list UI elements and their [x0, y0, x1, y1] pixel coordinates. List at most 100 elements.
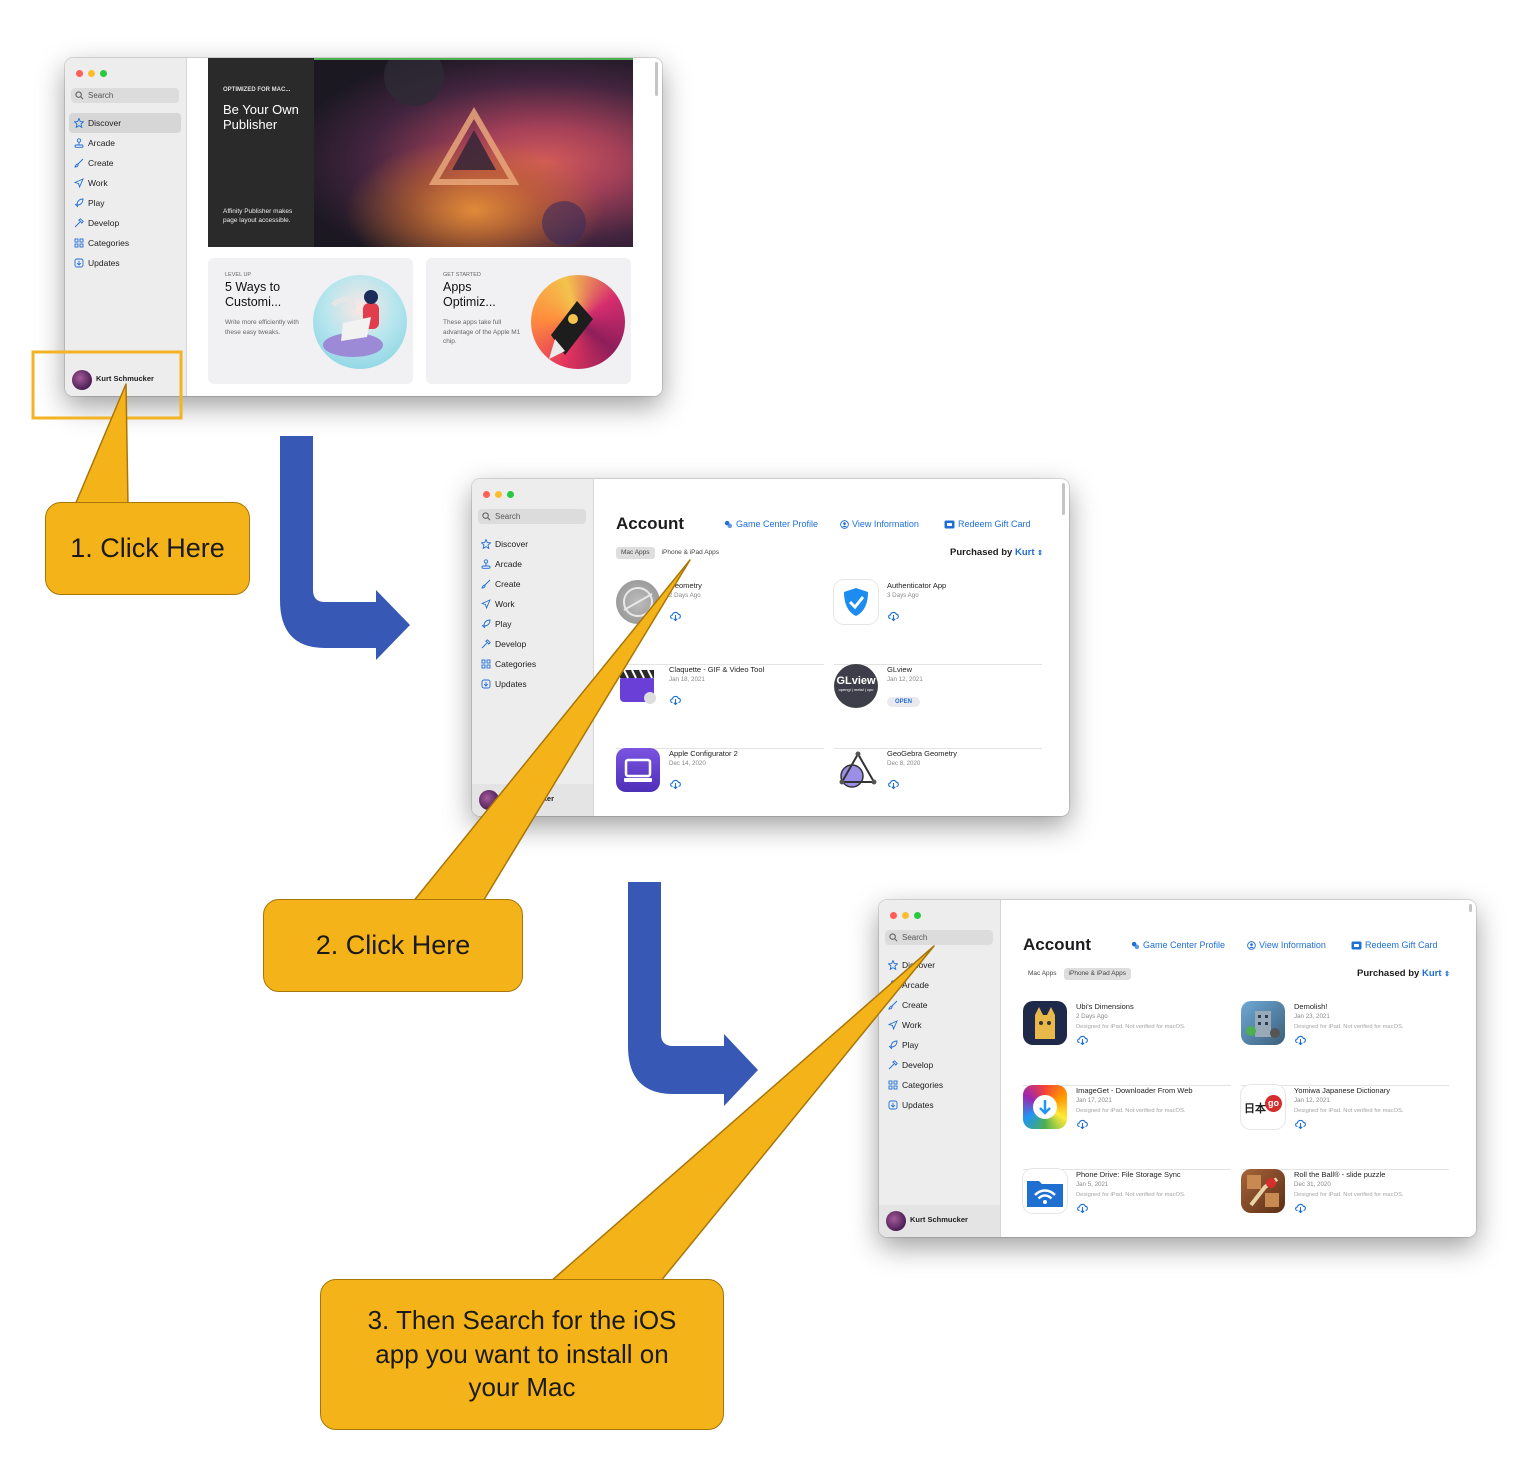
- purchaser-name: Kurt: [1421, 968, 1442, 979]
- cloud-download-icon[interactable]: [1294, 1034, 1307, 1045]
- cloud-download-icon[interactable]: [1294, 1202, 1307, 1213]
- app-name: Apple Configurator 2: [669, 749, 738, 758]
- sidebar-item-categories[interactable]: Categories: [69, 233, 181, 253]
- sidebar-item-work[interactable]: Work: [883, 1015, 995, 1035]
- sidebar-item-updates[interactable]: Updates: [476, 674, 588, 694]
- scrollbar[interactable]: [1469, 904, 1472, 912]
- sidebar-item-create[interactable]: Create: [69, 153, 181, 173]
- chevron-updown-icon: ⇕: [1444, 971, 1450, 978]
- sidebar-item-discover[interactable]: Discover: [69, 113, 181, 133]
- account-button[interactable]: Kurt Schmucker: [65, 364, 186, 396]
- sidebar-item-create[interactable]: Create: [883, 995, 995, 1015]
- cloud-download-icon[interactable]: [1076, 1202, 1089, 1213]
- yomiwa-icon-go: go: [1265, 1095, 1282, 1112]
- minimize-window-button[interactable]: [495, 491, 502, 498]
- close-window-button[interactable]: [483, 491, 490, 498]
- avatar: [886, 1211, 906, 1231]
- cloud-download-icon[interactable]: [669, 694, 682, 705]
- sidebar-item-label: Categories: [902, 1080, 944, 1090]
- search-field[interactable]: Search: [885, 930, 993, 945]
- close-window-button[interactable]: [76, 70, 83, 77]
- sidebar-item-work[interactable]: Work: [476, 594, 588, 614]
- cloud-download-icon[interactable]: [1294, 1118, 1307, 1129]
- sidebar-item-categories[interactable]: Categories: [476, 654, 588, 674]
- sidebar-item-develop[interactable]: Develop: [69, 213, 181, 233]
- cloud-download-icon[interactable]: [887, 778, 900, 789]
- tab-mac-apps[interactable]: Mac Apps: [616, 547, 655, 559]
- joystick-icon: [481, 559, 491, 569]
- purchased-by-menu[interactable]: Purchased by Kurt ⇕: [950, 547, 1043, 558]
- app-row-yomiwa[interactable]: 日本 go Yomiwa Japanese Dictionary Jan 12,…: [1241, 1085, 1449, 1170]
- account-button[interactable]: Kurt Schmucker: [879, 1205, 1000, 1237]
- app-row-claquette[interactable]: Claquette - GIF & Video Tool Jan 18, 202…: [616, 664, 824, 749]
- sidebar-item-updates[interactable]: Updates: [883, 1095, 995, 1115]
- game-center-profile-link[interactable]: Game Center Profile: [1131, 940, 1225, 950]
- sidebar-item-label: Play: [495, 619, 512, 629]
- app-row-geogebra[interactable]: GeoGebra Geometry Dec 8, 2020: [834, 748, 1042, 816]
- sidebar-item-label: Create: [902, 1000, 928, 1010]
- app-row-glview[interactable]: GLview opengl | metal | cpu GLview Jan 1…: [834, 664, 1042, 749]
- sidebar-item-develop[interactable]: Develop: [883, 1055, 995, 1075]
- tab-mac-apps[interactable]: Mac Apps: [1028, 970, 1057, 977]
- sidebar-item-develop[interactable]: Develop: [476, 634, 588, 654]
- cloud-download-icon[interactable]: [669, 610, 682, 621]
- app-row-ubis-dimensions[interactable]: Ubi's Dimensions 2 Days Ago Designed for…: [1023, 1001, 1231, 1086]
- story-card-m1[interactable]: GET STARTED Apps Optimiz... These apps t…: [426, 258, 631, 384]
- cloud-download-icon[interactable]: [887, 610, 900, 621]
- app-row-apple-configurator[interactable]: Apple Configurator 2 Dec 14, 2020: [616, 748, 824, 816]
- glview-icon-subtitle: opengl | metal | cpu: [838, 687, 874, 692]
- sidebar-item-play[interactable]: Play: [476, 614, 588, 634]
- open-button[interactable]: OPEN: [887, 697, 921, 707]
- compatibility-note: Designed for iPad. Not verified for macO…: [1076, 1108, 1186, 1114]
- grid-icon: [888, 1080, 898, 1090]
- app-row-authenticator[interactable]: Authenticator App 3 Days Ago: [834, 580, 1042, 665]
- redeem-gift-card-link[interactable]: Redeem Gift Card: [944, 519, 1031, 529]
- view-information-link[interactable]: View Information: [840, 519, 919, 529]
- redeem-gift-card-link[interactable]: Redeem Gift Card: [1351, 940, 1438, 950]
- app-name: Claquette - GIF & Video Tool: [669, 665, 765, 674]
- hero-banner[interactable]: OPTIMIZED FOR MAC... Be Your Own Publish…: [208, 58, 633, 247]
- search-icon: [889, 933, 898, 942]
- sidebar-item-updates[interactable]: Updates: [69, 253, 181, 273]
- minimize-window-button[interactable]: [88, 70, 95, 77]
- rocket-icon: [74, 198, 84, 208]
- app-row-roll-the-ball[interactable]: Roll the Ball® - slide puzzle Dec 31, 20…: [1241, 1169, 1449, 1237]
- sidebar-item-categories[interactable]: Categories: [883, 1075, 995, 1095]
- app-row-demolish[interactable]: Demolish! Jan 23, 2021 Designed for iPad…: [1241, 1001, 1449, 1086]
- zoom-window-button[interactable]: [914, 912, 921, 919]
- cloud-download-icon[interactable]: [1076, 1118, 1089, 1129]
- minimize-window-button[interactable]: [902, 912, 909, 919]
- sidebar-item-work[interactable]: Work: [69, 173, 181, 193]
- sidebar-item-label: Work: [88, 178, 108, 188]
- compatibility-note: Designed for iPad. Not verified for macO…: [1294, 1108, 1404, 1114]
- sidebar-item-arcade[interactable]: Arcade: [476, 554, 588, 574]
- app-date: 3 Days Ago: [887, 592, 919, 599]
- sidebar-item-discover[interactable]: Discover: [476, 534, 588, 554]
- view-information-link[interactable]: View Information: [1247, 940, 1326, 950]
- tab-iphone-ipad-apps[interactable]: iPhone & iPad Apps: [1063, 968, 1132, 980]
- sidebar-item-play[interactable]: Play: [883, 1035, 995, 1055]
- compatibility-note: Designed for iPad. Not verified for macO…: [1076, 1192, 1186, 1198]
- tab-iphone-ipad-apps[interactable]: iPhone & iPad Apps: [661, 549, 720, 556]
- scrollbar[interactable]: [1062, 483, 1065, 515]
- gift-card-icon: [1351, 941, 1362, 950]
- zoom-window-button[interactable]: [507, 491, 514, 498]
- cloud-download-icon[interactable]: [669, 778, 682, 789]
- search-field[interactable]: Search: [478, 509, 586, 524]
- glview-icon-title: GLview: [836, 675, 876, 687]
- zoom-window-button[interactable]: [100, 70, 107, 77]
- story-card-customize[interactable]: LEVEL UP 5 Ways to Customi... Write more…: [208, 258, 413, 384]
- user-name: Kurt Schmucker: [910, 1215, 968, 1224]
- sidebar-item-arcade[interactable]: Arcade: [69, 133, 181, 153]
- cloud-download-icon[interactable]: [1076, 1034, 1089, 1045]
- person-circle-icon: [1247, 941, 1256, 950]
- game-center-profile-link[interactable]: Game Center Profile: [724, 519, 818, 529]
- sidebar-item-play[interactable]: Play: [69, 193, 181, 213]
- app-row-imageget[interactable]: ImageGet - Downloader From Web Jan 17, 2…: [1023, 1085, 1231, 1170]
- app-row-phone-drive[interactable]: Phone Drive: File Storage Sync Jan 5, 20…: [1023, 1169, 1231, 1237]
- scrollbar[interactable]: [655, 62, 658, 96]
- search-field[interactable]: Search: [71, 88, 179, 103]
- close-window-button[interactable]: [890, 912, 897, 919]
- sidebar-item-create[interactable]: Create: [476, 574, 588, 594]
- purchased-by-menu[interactable]: Purchased by Kurt ⇕: [1357, 968, 1450, 979]
